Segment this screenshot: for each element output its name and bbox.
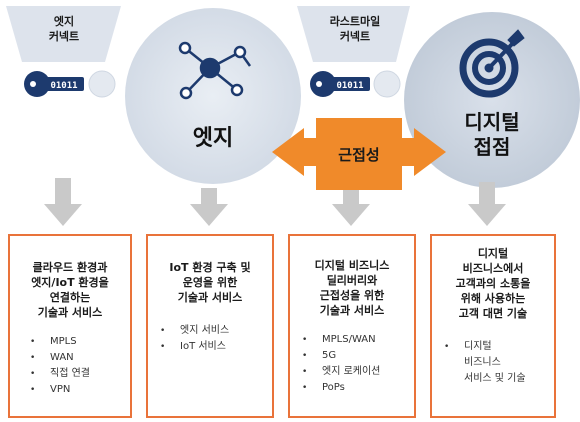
edge-key-icon — [24, 71, 84, 97]
item-list: 엣지 서비스 IoT 서비스 — [148, 323, 272, 355]
box-title: 디지털 비즈니스에서 고객과의 소통을 위해 사용하는 고객 대면 기술 — [432, 246, 554, 321]
last-mile-connect-shape — [297, 6, 410, 62]
list-item: 엣지 로케이션 — [300, 364, 414, 380]
target-icon — [459, 29, 525, 98]
item-list: 디지털 비즈니스 서비스 및 기술 — [432, 339, 554, 387]
digital-touchpoint-line2: 접점 — [473, 135, 511, 159]
list-item-continuation: 비즈니스 — [464, 357, 501, 368]
title-line: 딜리버리와 — [326, 274, 378, 287]
down-arrow-1 — [44, 178, 82, 226]
list-item: MPLS/WAN — [300, 332, 414, 348]
list-item-continuation: 서비스 및 기술 — [464, 373, 526, 384]
title-line: 디지털 비즈니스 — [314, 259, 390, 272]
title-line: 근접성을 위한 — [319, 289, 385, 302]
box-title: 클라우드 환경과 엣지/IoT 환경을 연결하는 기술과 서비스 — [10, 260, 130, 320]
edge-connect-shape — [6, 6, 121, 62]
edge-connect-line1: 엣지 — [53, 15, 75, 28]
edge-circle — [125, 8, 301, 184]
title-line: 고객 대면 기술 — [458, 307, 528, 320]
digital-touchpoint-label: 디지털 접점 — [442, 110, 542, 160]
list-item: IoT 서비스 — [158, 339, 272, 355]
down-arrow-4 — [468, 182, 506, 226]
edge-connect-line2: 커넥트 — [48, 30, 80, 43]
down-arrow-2 — [190, 188, 228, 226]
list-item: WAN — [28, 350, 130, 366]
title-line: 연결하는 — [49, 291, 91, 304]
last-mile-node — [373, 70, 401, 98]
last-mile-connect-line1: 라스트마일 — [329, 15, 381, 28]
title-line: 위해 사용하는 — [460, 292, 526, 305]
list-item: 디지털 — [442, 339, 554, 355]
title-line: 운영을 위한 — [182, 276, 238, 289]
box-customer-facing: 디지털 비즈니스에서 고객과의 소통을 위해 사용하는 고객 대면 기술 디지털… — [430, 234, 556, 418]
title-line: 클라우드 환경과 — [32, 261, 108, 274]
box-digital-delivery: 디지털 비즈니스 딜리버리와 근접성을 위한 기술과 서비스 MPLS/WAN … — [288, 234, 416, 418]
network-icon — [178, 41, 252, 100]
title-line: 비즈니스에서 — [462, 262, 524, 275]
title-line: 엣지/IoT 환경을 — [31, 276, 109, 289]
proximity-label: 근접성 — [338, 146, 380, 164]
box-title: IoT 환경 구축 및 운영을 위한 기술과 서비스 — [148, 260, 272, 305]
list-item: PoPs — [300, 380, 414, 396]
list-item: 5G — [300, 348, 414, 364]
title-line: IoT 환경 구축 및 — [169, 261, 251, 274]
title-line: 고객과의 소통을 — [455, 277, 531, 290]
edge-connect-label: 엣지 커넥트 — [20, 14, 108, 44]
last-mile-key-icon — [310, 71, 370, 97]
list-item: VPN — [28, 382, 130, 398]
list-item: 엣지 서비스 — [158, 323, 272, 339]
edge-key-code: 01011 — [50, 81, 77, 91]
proximity-arrow-stem — [316, 118, 402, 190]
box-iot: IoT 환경 구축 및 운영을 위한 기술과 서비스 엣지 서비스 IoT 서비… — [146, 234, 274, 418]
digital-touchpoint-line1: 디지털 — [464, 110, 520, 134]
digital-touchpoint-circle — [404, 12, 580, 188]
list-item: 직접 연결 — [28, 366, 130, 382]
last-mile-key-code: 01011 — [336, 81, 363, 91]
title-line: 기술과 서비스 — [319, 304, 385, 317]
list-item: MPLS — [28, 334, 130, 350]
box-title: 디지털 비즈니스 딜리버리와 근접성을 위한 기술과 서비스 — [290, 258, 414, 318]
title-line: 기술과 서비스 — [177, 291, 243, 304]
box-cloud-edge: 클라우드 환경과 엣지/IoT 환경을 연결하는 기술과 서비스 MPLS WA… — [8, 234, 132, 418]
item-list: MPLS WAN 직접 연결 VPN — [10, 334, 130, 398]
last-mile-connect-line2: 커넥트 — [339, 30, 371, 43]
down-arrow-3 — [332, 190, 370, 226]
edge-circle-label: 엣지 — [192, 126, 234, 151]
edge-connect-node — [88, 70, 116, 98]
last-mile-connect-label: 라스트마일 커넥트 — [306, 14, 404, 44]
item-list: MPLS/WAN 5G 엣지 로케이션 PoPs — [290, 332, 414, 396]
title-line: 디지털 — [477, 247, 509, 260]
title-line: 기술과 서비스 — [37, 306, 103, 319]
